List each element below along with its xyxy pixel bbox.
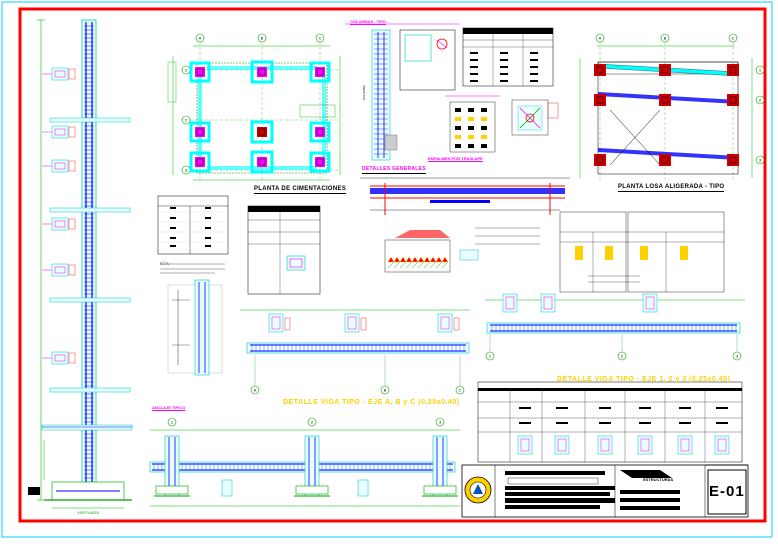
svg-text:COLUMNA: COLUMNA xyxy=(362,85,366,100)
svg-text:C: C xyxy=(319,36,322,41)
title-block-specialty: ESTRUCTURAS xyxy=(643,477,674,482)
column-types-title: COLUMNAS - TIPO xyxy=(350,19,386,24)
general-details-title: DETALLES GENERALES xyxy=(362,166,426,172)
svg-text:B: B xyxy=(261,36,264,41)
slab-plan: A B C 1 2 3 xyxy=(579,33,765,180)
beam-detail-axis-a: A B C xyxy=(240,309,470,395)
svg-text:B: B xyxy=(664,36,667,41)
beam-schedule xyxy=(477,381,743,463)
column-splice-detail xyxy=(167,279,223,376)
svg-text:A: A xyxy=(599,36,602,41)
svg-text:2: 2 xyxy=(185,118,188,123)
foundation-table: NOTA: xyxy=(157,195,229,274)
beam-detail-axis-1: 1 2 3 xyxy=(485,293,745,361)
anchorage-table xyxy=(445,95,500,153)
svg-text:B: B xyxy=(384,388,387,393)
hook-detail xyxy=(511,99,559,136)
svg-text:NOTA:: NOTA: xyxy=(160,262,170,266)
joist-rebar-tables xyxy=(559,211,725,293)
svg-text:VER PLANTA: VER PLANTA xyxy=(77,511,99,515)
foundation-plan: A B C 1 2 3 xyxy=(167,33,341,182)
svg-text:2: 2 xyxy=(621,354,624,359)
svg-text:2: 2 xyxy=(311,420,314,425)
slab-plan-title: PLANTA LOSA ALIGERADA - TIPO xyxy=(618,184,725,190)
svg-text:1: 1 xyxy=(185,68,188,73)
svg-text:3: 3 xyxy=(439,420,442,425)
svg-text:C: C xyxy=(732,36,735,41)
column-elevation: VER PLANTA xyxy=(28,19,133,515)
svg-text:3: 3 xyxy=(759,158,762,163)
svg-text:A: A xyxy=(199,36,202,41)
foundation-beam-detail: 1 2 3 xyxy=(149,417,460,507)
svg-text:3: 3 xyxy=(185,168,188,173)
svg-text:C: C xyxy=(459,388,462,393)
anchorage-title: ANCLAJE TIPICO xyxy=(152,405,186,410)
column-types: COLUMNA xyxy=(345,23,460,161)
svg-text:2: 2 xyxy=(759,98,762,103)
svg-text:3: 3 xyxy=(736,354,739,359)
beam-detail-axis-a-title: DETALLE VIGA TIPO - EJE A, B y C (0.25x0… xyxy=(283,399,460,406)
sheet-border xyxy=(18,7,767,523)
beam-detail-axis-1-title: DETALLE VIGA TIPO - EJE 1, 2 y 3 (0.25x0… xyxy=(557,376,731,383)
column-rebar-table xyxy=(462,27,554,87)
svg-text:1: 1 xyxy=(171,420,174,425)
column-schedule xyxy=(247,205,321,295)
splice-title: EMPALMES POR TRASLAPE xyxy=(428,156,483,161)
splice-details xyxy=(360,177,640,283)
sheet-number: E-01 xyxy=(709,483,745,500)
outer-frame xyxy=(1,1,773,538)
svg-text:1: 1 xyxy=(489,354,492,359)
title-block xyxy=(461,464,749,518)
svg-text:1: 1 xyxy=(759,68,762,73)
foundation-plan-title: PLANTA DE CIMENTACIONES xyxy=(254,186,347,192)
svg-text:A: A xyxy=(254,388,257,393)
